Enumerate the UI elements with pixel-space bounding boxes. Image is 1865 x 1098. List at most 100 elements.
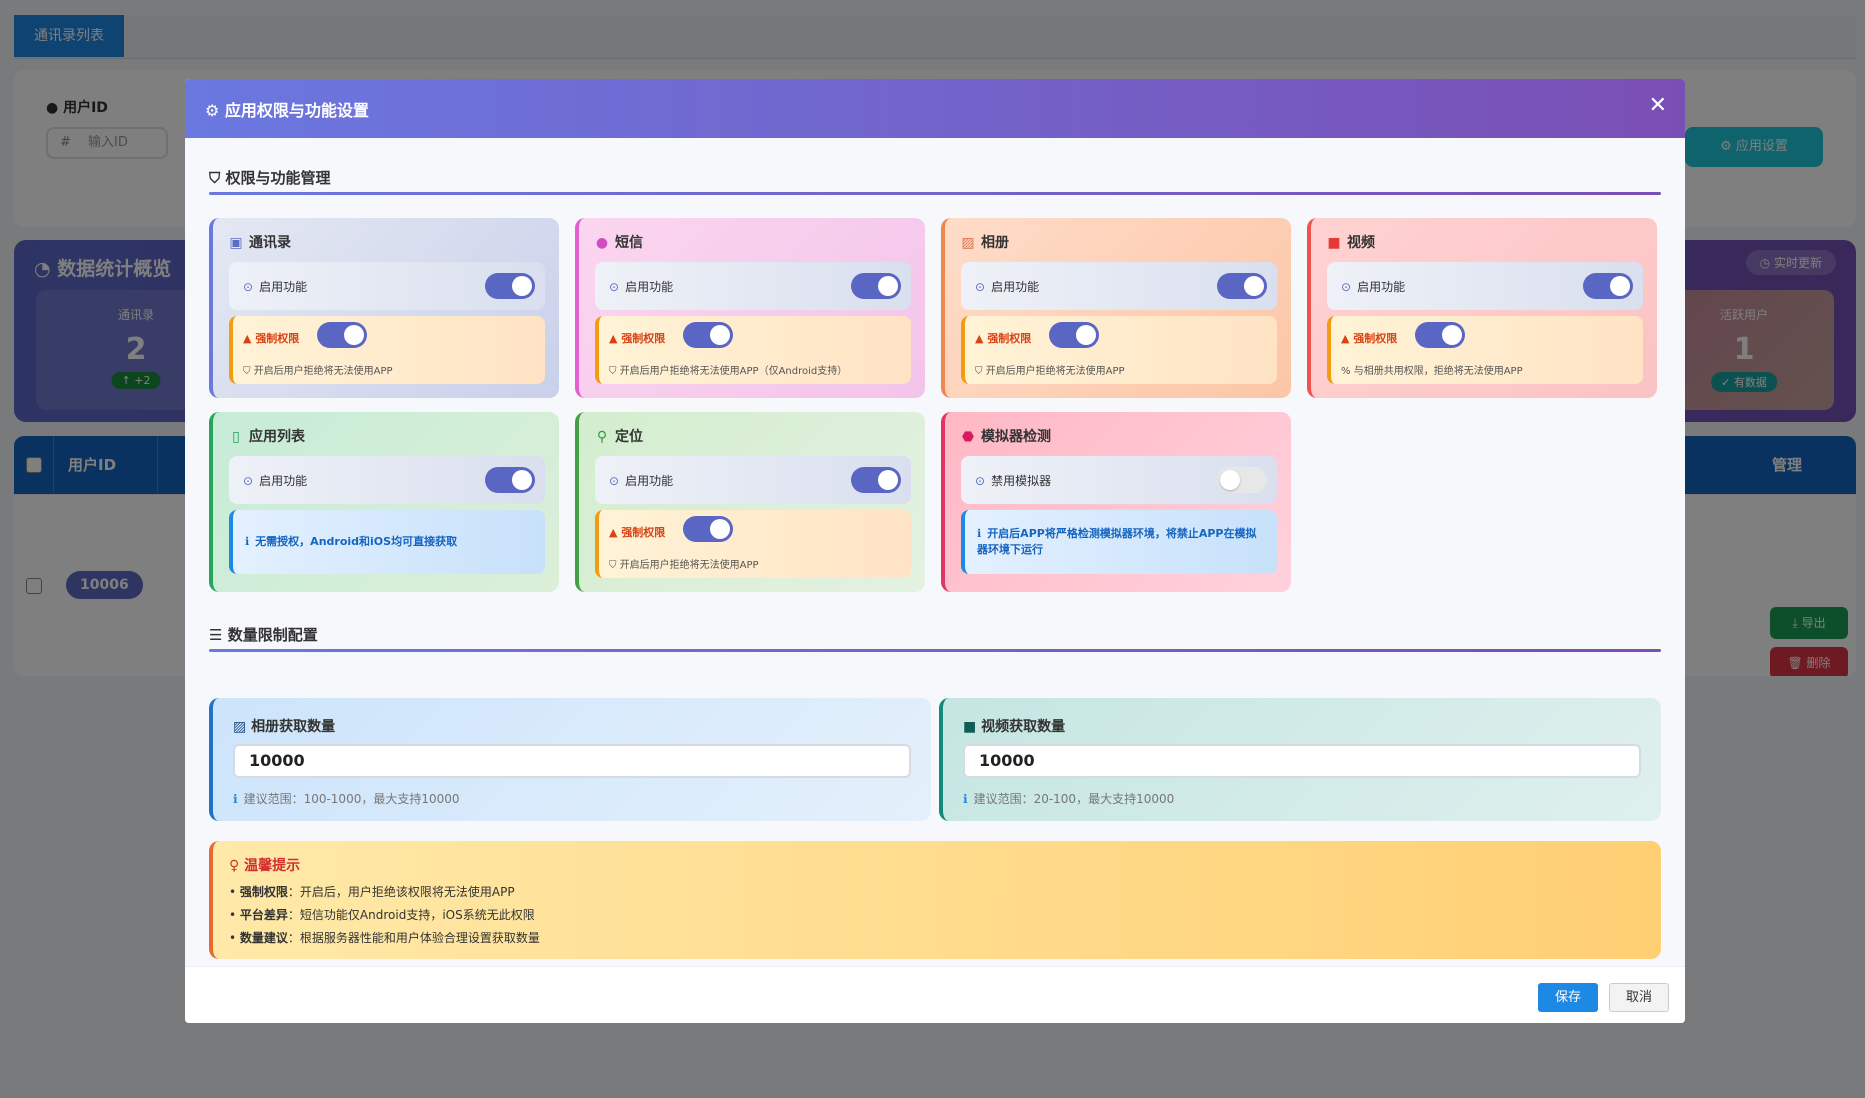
perm-card-title-text: 定位 <box>615 429 643 445</box>
map-pin-icon: ⚲ <box>596 429 608 445</box>
tip-item: • 数量建议：根据服务器性能和用户体验合理设置获取数量 <box>229 931 540 945</box>
mobile-icon: ▯ <box>232 429 240 445</box>
photo-limit-label-text: 相册获取数量 <box>251 719 336 735</box>
perm-card-title: ⚲ 定位 <box>595 426 643 446</box>
enable-label: ⊙启用功能 <box>1341 278 1405 295</box>
force-toggle[interactable] <box>683 516 733 542</box>
android-icon: ⬣ <box>961 429 975 445</box>
close-icon[interactable]: ✕ <box>1648 93 1667 118</box>
warning-icon: ▲ <box>609 526 618 539</box>
force-desc: ⛉ 开启后用户拒绝将无法使用APP <box>975 362 1125 377</box>
perm-card-sms: ●短信 ⊙启用功能 ▲ 强制权限 ⛉ 开启后用户拒绝将无法使用APP（仅Andr… <box>575 218 925 398</box>
enable-label: ⊙ 启用功能 <box>243 278 307 295</box>
info-icon: ℹ <box>963 792 968 806</box>
enable-row: ⊙启用功能 <box>595 262 911 310</box>
force-desc: % 与相册共用权限，拒绝将无法使用APP <box>1341 362 1523 377</box>
shield-icon: ⛉ <box>243 366 251 377</box>
tip-item: • 强制权限：开启后，用户拒绝该权限将无法使用APP <box>229 885 515 899</box>
enable-toggle[interactable] <box>1217 273 1267 299</box>
photo-limit-label: ▨ 相册获取数量 <box>233 716 335 736</box>
tip-item: • 平台差异：短信功能仅Android支持，iOS系统无此权限 <box>229 908 535 922</box>
photo-limit-input[interactable]: 10000 <box>233 744 911 778</box>
enable-toggle[interactable] <box>851 467 901 493</box>
force-permission-box: ▲ 强制权限 % 与相册共用权限，拒绝将无法使用APP <box>1327 316 1643 384</box>
enable-label-text: 启用功能 <box>259 280 308 294</box>
tip-text: ：开启后，用户拒绝该权限将无法使用APP <box>287 885 515 899</box>
force-desc: ⛉ 开启后用户拒绝将无法使用APP <box>609 556 759 571</box>
force-permission-box: ▲ 强制权限 ⛉ 开启后用户拒绝将无法使用APP <box>595 510 911 578</box>
contact-card-icon: ▣ <box>229 235 243 251</box>
toggle-knob <box>1244 276 1264 296</box>
enable-label: ⊙ 禁用模拟器 <box>975 472 1051 489</box>
modal-title-text: 应用权限与功能设置 <box>224 101 369 120</box>
photo-limit-hint-text: 建议范围：100-1000，最大支持10000 <box>243 792 460 806</box>
perm-card-title: ▣ 通讯录 <box>229 232 291 252</box>
toggle-knob <box>1442 325 1462 345</box>
enable-toggle[interactable] <box>485 273 535 299</box>
force-label-text: 强制权限 <box>255 332 300 345</box>
warning-icon: ▲ <box>1341 332 1350 345</box>
enable-toggle[interactable] <box>485 467 535 493</box>
enable-label: ⊙启用功能 <box>609 278 673 295</box>
force-label-text: 强制权限 <box>1353 332 1398 345</box>
video-camera-icon: ■ <box>963 719 977 735</box>
disable-emulator-text: 禁用模拟器 <box>991 474 1052 488</box>
photo-limit-card: ▨ 相册获取数量 10000 ℹ 建议范围：100-1000，最大支持10000 <box>209 698 931 821</box>
lightbulb-icon: ♀ <box>229 858 240 874</box>
perm-card-title: ▨相册 <box>961 232 1009 252</box>
enable-toggle[interactable] <box>1583 273 1633 299</box>
section-permissions-text: 权限与功能管理 <box>225 169 331 187</box>
tips-title-text: 温馨提示 <box>244 858 301 874</box>
modal-footer: 保存 取消 <box>185 966 1685 1023</box>
info-icon: ℹ <box>977 527 982 540</box>
video-limit-hint: ℹ 建议范围：20-100，最大支持10000 <box>963 790 1174 807</box>
perm-card-title-text: 相册 <box>981 235 1009 251</box>
tips-title: ♀ 温馨提示 <box>229 855 300 875</box>
video-limit-hint-text: 建议范围：20-100，最大支持10000 <box>973 792 1175 806</box>
shield-icon: ⛉ <box>209 169 221 187</box>
force-toggle[interactable] <box>683 322 733 348</box>
enable-row: ⊙启用功能 <box>229 456 545 504</box>
force-permission-box: ▲ 强制权限 ⛉ 开启后用户拒绝将无法使用APP <box>961 316 1277 384</box>
perm-card-title-text: 模拟器检测 <box>981 429 1051 445</box>
perm-card-title-text: 通讯录 <box>249 235 291 251</box>
perm-card-title: ⬣ 模拟器检测 <box>961 426 1051 446</box>
toggle-knob <box>1220 470 1240 490</box>
toggle-icon: ⊙ <box>975 280 986 294</box>
video-limit-input[interactable]: 10000 <box>963 744 1641 778</box>
link-icon: % <box>1341 366 1351 377</box>
toggle-knob <box>878 470 898 490</box>
toggle-icon: ⊙ <box>975 474 986 488</box>
enable-row: ⊙启用功能 <box>961 262 1277 310</box>
video-limit-label-text: 视频获取数量 <box>981 719 1066 735</box>
toggle-icon: ⊙ <box>243 280 254 294</box>
photo-limit-hint: ℹ 建议范围：100-1000，最大支持10000 <box>233 790 460 807</box>
section-divider <box>209 192 1661 195</box>
force-desc: ⛉ 开启后用户拒绝将无法使用APP（仅Android支持） <box>609 362 847 377</box>
enable-label: ⊙启用功能 <box>243 472 307 489</box>
section-limits-title: ☰ 数量限制配置 <box>209 624 318 645</box>
tips-box: ♀ 温馨提示 • 强制权限：开启后，用户拒绝该权限将无法使用APP • 平台差异… <box>209 841 1661 959</box>
shield-icon: ⛉ <box>609 366 617 377</box>
info-icon: ℹ <box>233 792 238 806</box>
toggle-icon: ⊙ <box>609 474 620 488</box>
toggle-knob <box>512 276 532 296</box>
perm-card-title-text: 视频 <box>1347 235 1375 251</box>
force-toggle[interactable] <box>1049 322 1099 348</box>
force-toggle[interactable] <box>1415 322 1465 348</box>
enable-toggle[interactable] <box>851 273 901 299</box>
video-limit-label: ■ 视频获取数量 <box>963 716 1065 736</box>
perm-card-title: ▯应用列表 <box>229 426 305 446</box>
save-button[interactable]: 保存 <box>1538 983 1598 1012</box>
cancel-button[interactable]: 取消 <box>1609 983 1669 1012</box>
force-permission-box: ▲ 强制权限 ⛉ 开启后用户拒绝将无法使用APP <box>229 316 545 384</box>
toggle-knob <box>1076 325 1096 345</box>
force-toggle[interactable] <box>317 322 367 348</box>
toggle-icon: ⊙ <box>609 280 620 294</box>
sliders-icon: ☰ <box>209 626 223 644</box>
disable-emulator-toggle[interactable] <box>1217 467 1267 493</box>
